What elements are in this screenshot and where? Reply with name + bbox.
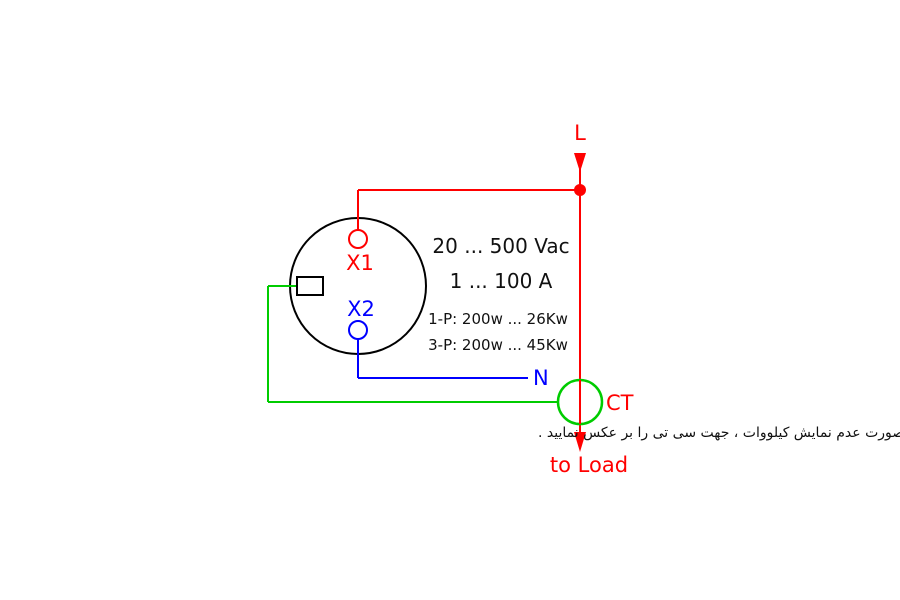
x1-label: X1	[346, 251, 374, 275]
ct-sense-wire	[267, 285, 558, 403]
neutral-wire	[357, 339, 528, 379]
to-load-arrow	[574, 432, 586, 452]
line-junction-dot	[574, 184, 586, 196]
line-label: L	[574, 121, 586, 145]
note-text: نکته: درصورت عدم نمایش کیلووات ، جهت سی …	[538, 425, 900, 441]
current-range: 1 ... 100 A	[450, 269, 553, 293]
voltage-range: 20 ... 500 Vac	[432, 234, 569, 258]
x2-terminal	[348, 320, 368, 340]
x1-terminal	[348, 229, 368, 249]
ct-connector-box	[296, 276, 324, 296]
line-input-arrow	[574, 153, 586, 172]
power-range-3p: 3-P: 200w ... 45Kw	[428, 336, 568, 354]
neutral-label: N	[533, 366, 549, 390]
x2-label: X2	[347, 297, 375, 321]
line-wire	[357, 155, 581, 440]
ct-label: CT	[606, 391, 634, 415]
power-range-1p: 1-P: 200w ... 26Kw	[428, 310, 568, 328]
to-load-label: to Load	[550, 453, 628, 477]
